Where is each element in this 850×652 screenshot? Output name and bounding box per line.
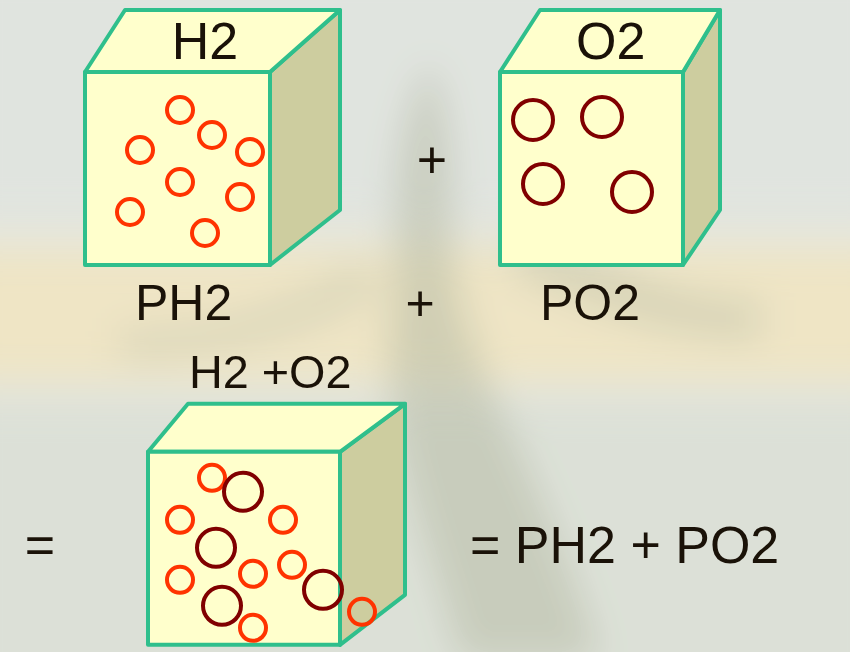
gas-formula: O2 — [576, 15, 645, 67]
gas-molecule — [279, 552, 305, 578]
equation-text: = PH2 + PO2 — [470, 519, 779, 571]
gas-molecule — [117, 199, 143, 225]
gas-molecule — [612, 172, 652, 212]
gas-molecule — [270, 507, 296, 533]
cube-top-face — [148, 404, 405, 452]
gas-molecule — [192, 220, 218, 246]
label-slot: + — [405, 278, 434, 328]
gas-molecule — [224, 473, 262, 511]
cube-front-face — [148, 452, 340, 645]
label-slot: PO2 — [540, 278, 640, 328]
gas-molecule — [199, 465, 225, 491]
gas-molecule — [227, 184, 253, 210]
equation-text: + — [405, 278, 434, 328]
cube-top-face — [500, 10, 720, 72]
gas-formula: H2 — [172, 15, 238, 67]
gas-molecule — [167, 169, 193, 195]
equation-text: = — [25, 519, 55, 571]
gas-cube: H2 +O2 — [142, 343, 411, 651]
label-slot: + — [417, 134, 447, 186]
gas-formula: H2 +O2 — [189, 349, 352, 396]
gas-molecule — [523, 164, 563, 204]
gas-molecule — [240, 561, 266, 587]
gas-molecule — [127, 137, 153, 163]
gas-cube: H2 — [79, 4, 346, 271]
gas-molecule — [513, 100, 553, 140]
gas-molecule — [197, 529, 235, 567]
gas-molecule — [167, 507, 193, 533]
cube-front-face — [85, 72, 270, 265]
equation-text: PH2 — [135, 278, 232, 328]
gas-molecule — [203, 587, 241, 625]
equation-text: + — [417, 134, 447, 186]
gas-molecule — [304, 571, 342, 609]
gas-molecule — [237, 139, 263, 165]
gas-molecule — [582, 97, 622, 137]
gas-cube: O2 — [494, 4, 726, 271]
cube-top-face — [85, 10, 340, 72]
gas-molecule — [199, 122, 225, 148]
gas-molecule — [349, 599, 375, 625]
gas-molecule — [240, 615, 266, 641]
equation-text: PO2 — [540, 278, 640, 328]
label-slot: = PH2 + PO2 — [470, 519, 779, 571]
cube-front-face — [500, 72, 683, 265]
label-slot: PH2 — [135, 278, 232, 328]
label-slot: = — [25, 519, 55, 571]
gas-molecule — [167, 567, 193, 593]
gas-molecule — [167, 97, 193, 123]
